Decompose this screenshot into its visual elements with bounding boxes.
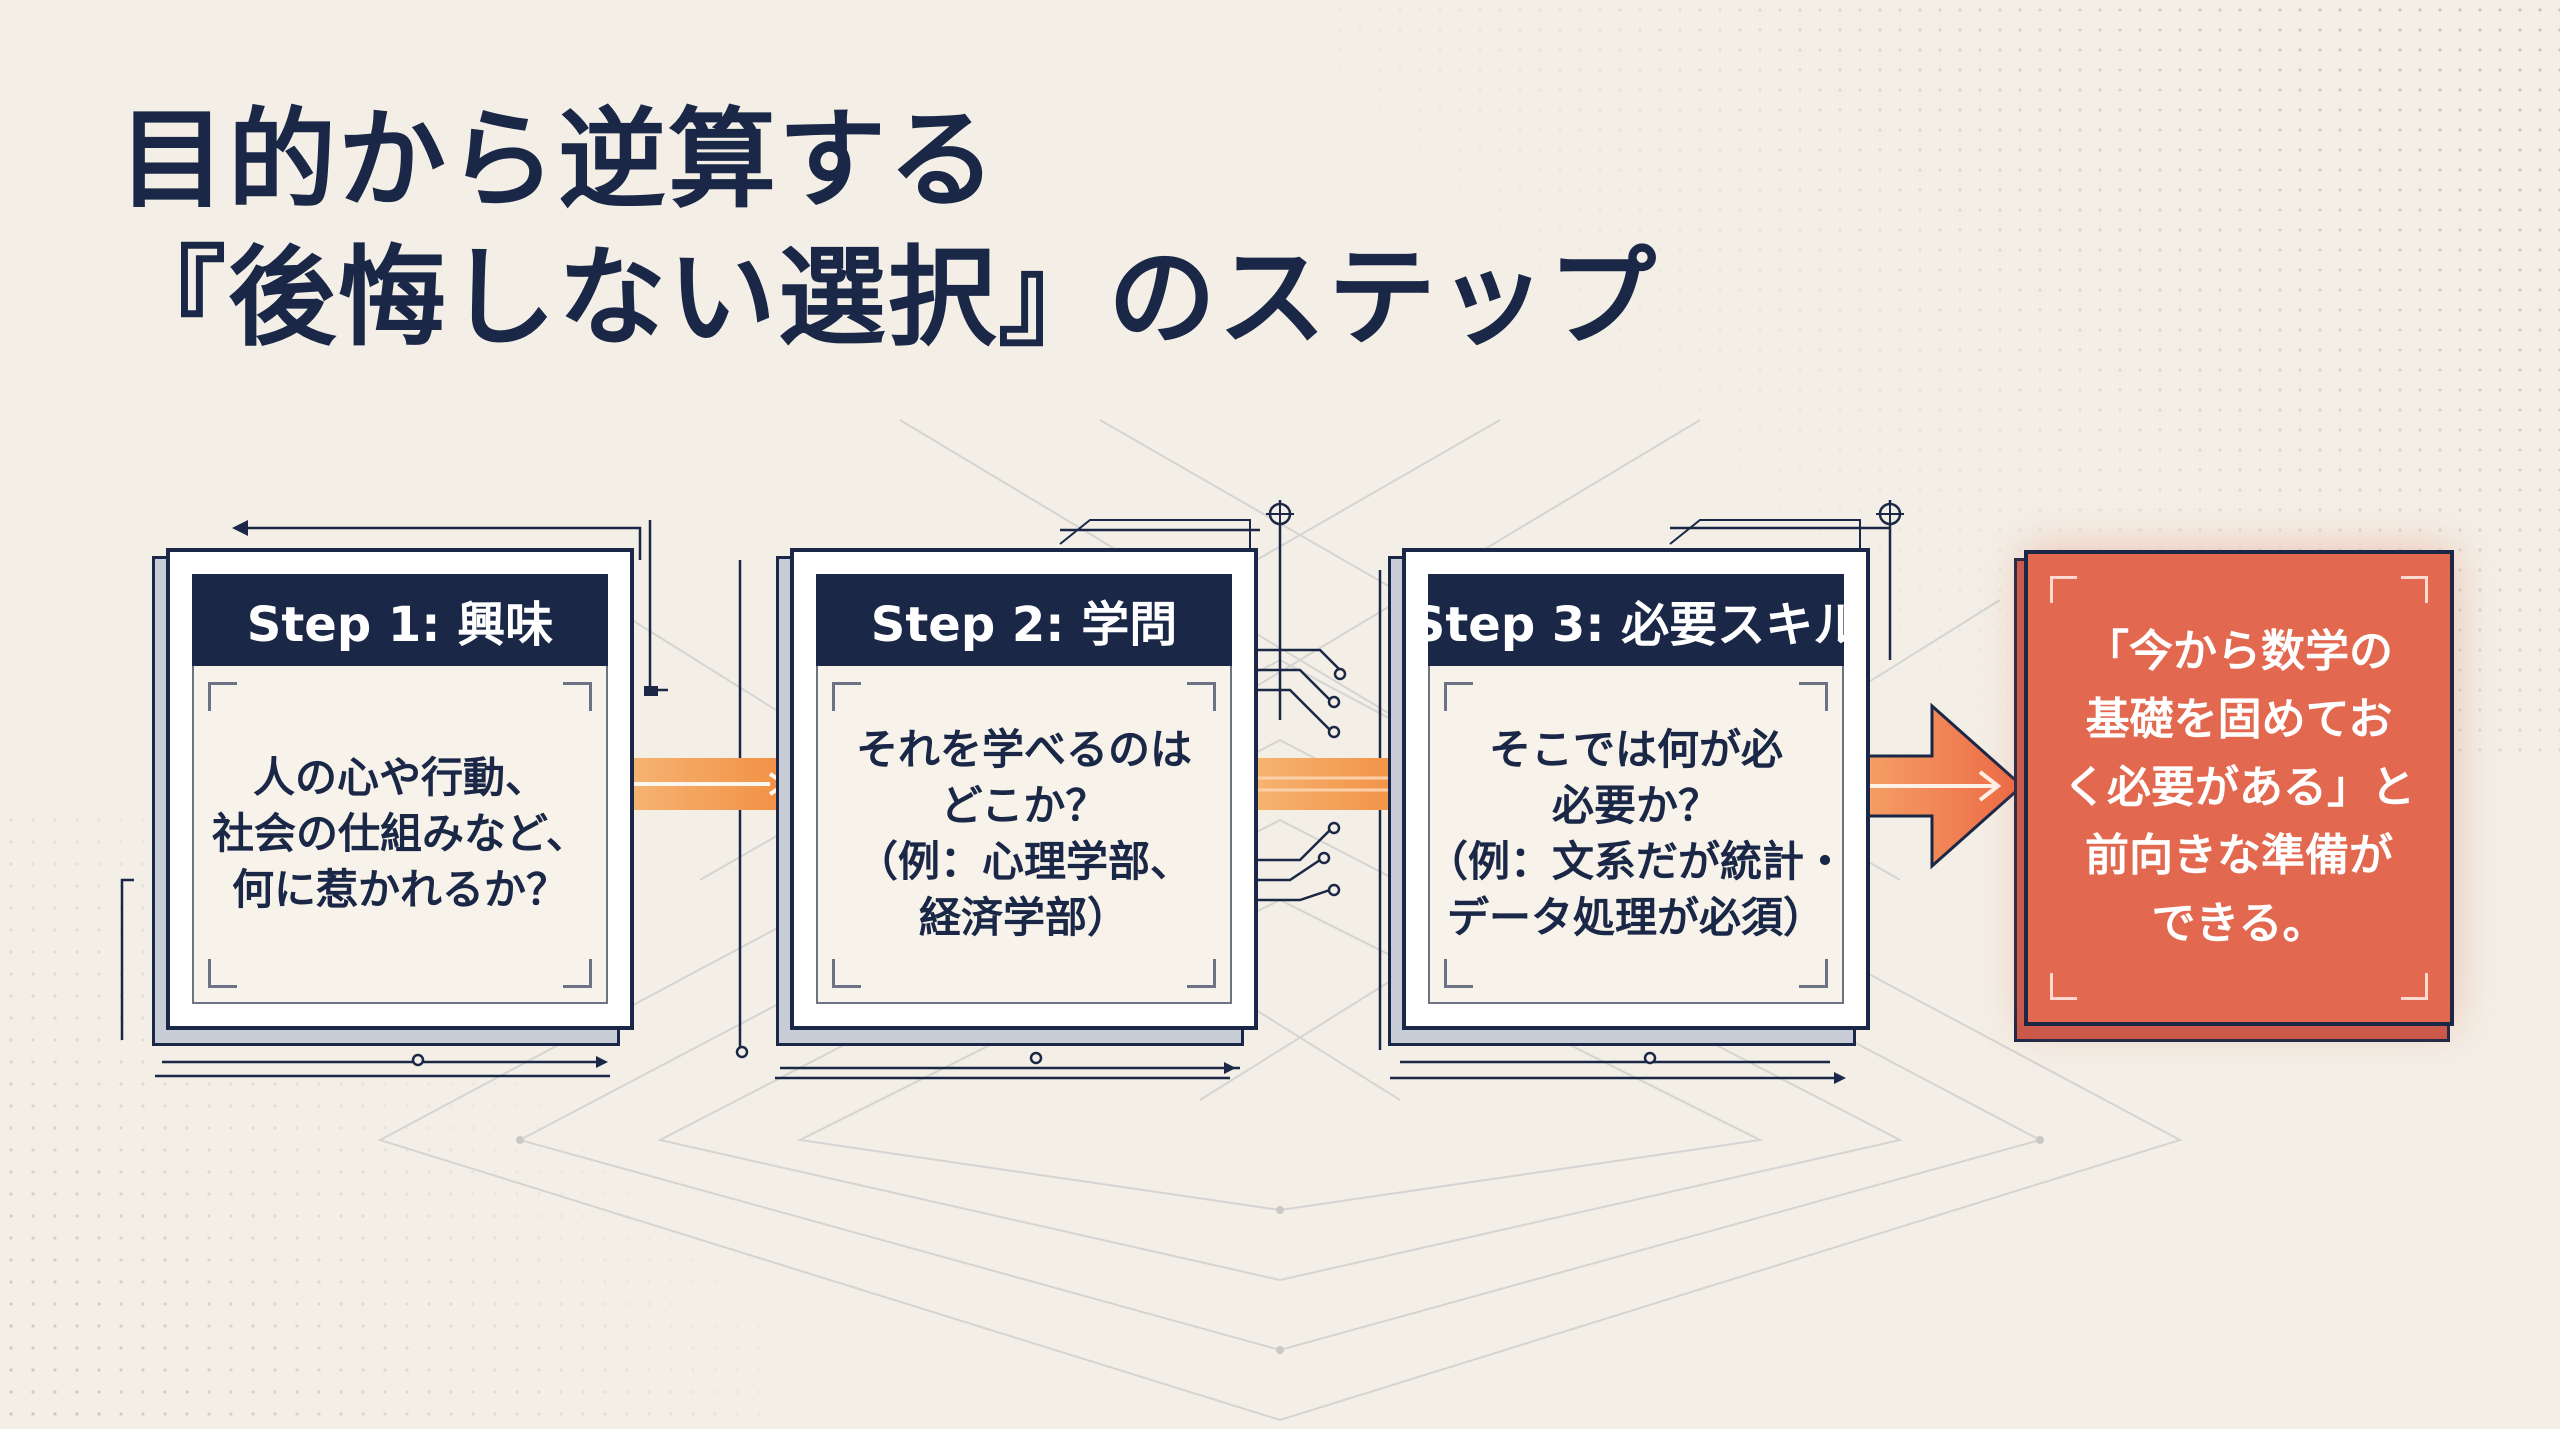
step-text-line: （例：文系だが統計・ [1426,837,1847,886]
corner-bracket [1444,959,1473,988]
result-text-line: 基礎を固めてお [2085,694,2393,745]
step-description: 人の心や行動、 社会の仕組みなど、 何に惹かれるか？ [204,696,596,972]
step-text-line: 社会の仕組みなど、 [212,809,588,858]
step-description: それを学べるのは どこか？ （例：心理学部、 経済学部） [828,696,1220,972]
page-title: 目的から逆算する 『後悔しない選択』のステップ [118,92,1658,368]
result-card: 「今から数学の 基礎を固めてお く必要がある」と 前向きな準備が できる。 [2014,550,2454,1042]
corner-bracket [563,959,592,988]
corner-bracket [832,682,861,711]
step-text-line: それを学べるのは [855,725,1192,774]
step-card-frame: Step 2: 学問 それを学べるのは どこか？ （例：心理学部、 経済学部） [790,548,1258,1030]
result-card-frame: 「今から数学の 基礎を固めてお く必要がある」と 前向きな準備が できる。 [2024,550,2454,1026]
result-description: 「今から数学の 基礎を固めてお く必要がある」と 前向きな準備が できる。 [2038,554,2440,1022]
step-card-1: Step 1: 興味 人の心や行動、 社会の仕組みなど、 何に惹かれるか？ [152,548,634,1046]
step-text-line: 何に惹かれるか？ [231,865,568,914]
arrow-connector-3-result [1846,702,2025,870]
corner-bracket [563,682,592,711]
step-card-3: Step 3: 必要スキル そこでは何が必 必要か？ （例：文系だが統計・ デー… [1388,548,1870,1046]
step-text-line: 経済学部） [918,893,1129,942]
step-card-frame: Step 3: 必要スキル そこでは何が必 必要か？ （例：文系だが統計・ デー… [1402,548,1870,1030]
step-text-line: データ処理が必須） [1447,893,1826,942]
step-card-frame: Step 1: 興味 人の心や行動、 社会の仕組みなど、 何に惹かれるか？ [166,548,634,1030]
step-text-line: 必要か？ [1552,781,1721,830]
step-header: Step 2: 学問 [816,574,1232,666]
corner-bracket [2401,576,2428,603]
step-card-panel: Step 2: 学問 それを学べるのは どこか？ （例：心理学部、 経済学部） [816,574,1232,1004]
step-card-2: Step 2: 学問 それを学べるのは どこか？ （例：心理学部、 経済学部） [776,548,1258,1046]
corner-bracket [1187,682,1216,711]
corner-bracket [2401,973,2428,1000]
title-line-1: 目的から逆算する [118,98,999,223]
step-card-panel: Step 1: 興味 人の心や行動、 社会の仕組みなど、 何に惹かれるか？ [192,574,608,1004]
corner-bracket [1444,682,1473,711]
step-text-line: （例：心理学部、 [855,837,1192,886]
result-text-line: できる。 [2151,898,2327,949]
corner-bracket [1187,959,1216,988]
step-text-line: そこでは何が必 [1489,725,1784,774]
result-text-line: 前向きな準備が [2085,830,2393,881]
corner-bracket [1799,682,1828,711]
result-text-line: 「今から数学の [2085,626,2393,677]
corner-bracket [208,959,237,988]
step-header: Step 3: 必要スキル [1411,574,1861,666]
step-card-panel: Step 3: 必要スキル そこでは何が必 必要か？ （例：文系だが統計・ デー… [1411,574,1861,1004]
result-text-line: く必要がある」と [2063,762,2415,813]
title-line-2: 『後悔しない選択』のステップ [118,236,1659,361]
corner-bracket [208,682,237,711]
step-description: そこでは何が必 必要か？ （例：文系だが統計・ データ処理が必須） [1426,696,1846,972]
step-text-line: どこか？ [940,781,1108,830]
corner-bracket [2050,973,2077,1000]
corner-bracket [1799,959,1828,988]
corner-bracket [2050,576,2077,603]
step-header: Step 1: 興味 [192,574,608,666]
corner-bracket [832,959,861,988]
step-text-line: 人の心や行動、 [252,753,547,802]
